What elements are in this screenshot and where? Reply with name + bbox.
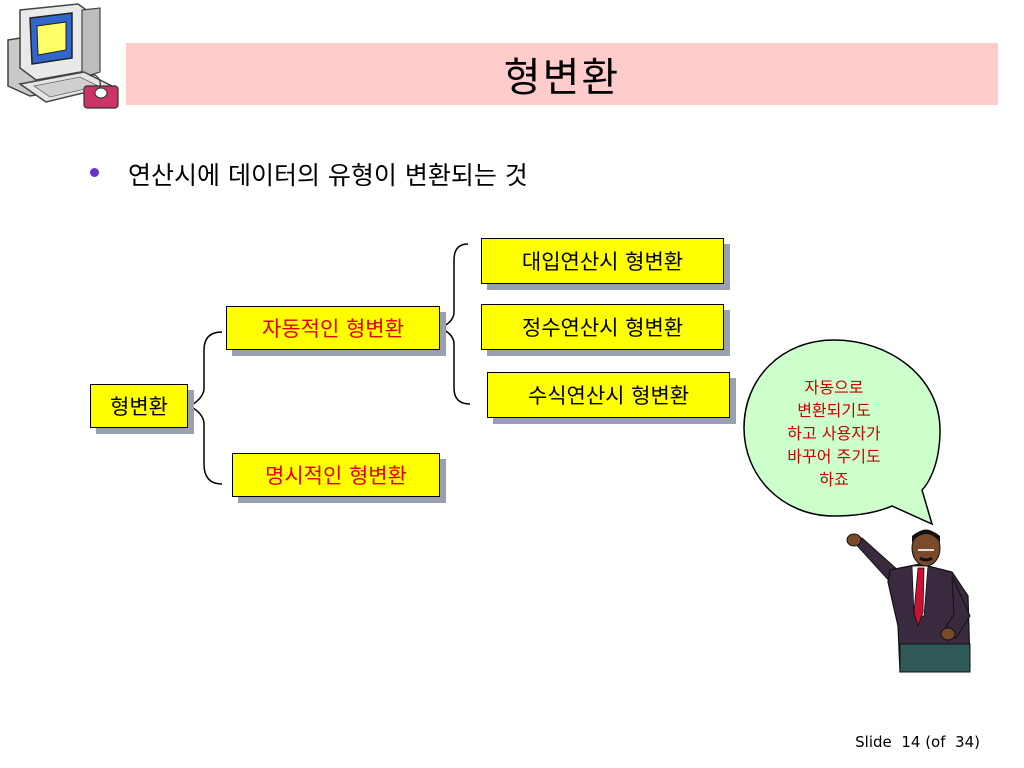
node-integer: 정수연산시 형변환 (481, 304, 724, 350)
slide-total: 34) (955, 733, 980, 751)
bubble-text: 자동으로 변환되기도 하고 사용자가 바꾸어 주기도 하죠 (772, 376, 896, 491)
title-bar: 형변환 (126, 43, 998, 105)
bullet-dot (90, 168, 99, 177)
speech-bubble (743, 339, 941, 526)
slide-footer: Slide 14 (of 34) (855, 733, 980, 751)
bubble-line: 하죠 (819, 470, 849, 489)
node-root: 형변환 (90, 384, 188, 428)
bubble-line: 바꾸어 주기도 (787, 447, 881, 466)
slide-number: 14 (901, 733, 921, 751)
presenter-man-icon (846, 529, 971, 673)
bubble-line: 하고 사용자가 (787, 424, 881, 443)
page-title: 형변환 (503, 55, 621, 101)
node-assign: 대입연산시 형변환 (481, 238, 724, 284)
node-auto: 자동적인 형변환 (226, 306, 440, 350)
computer-clipart-icon (7, 3, 119, 109)
bubble-line: 변환되기도 (797, 401, 871, 420)
bubble-line: 자동으로 (804, 378, 864, 397)
bullet-text: 연산시에 데이터의 유형이 변환되는 것 (128, 161, 528, 190)
slide-of: (of (925, 733, 946, 751)
node-explicit: 명시적인 형변환 (232, 453, 440, 497)
slide-label: Slide (855, 733, 892, 751)
node-expression: 수식연산시 형변환 (487, 372, 730, 418)
